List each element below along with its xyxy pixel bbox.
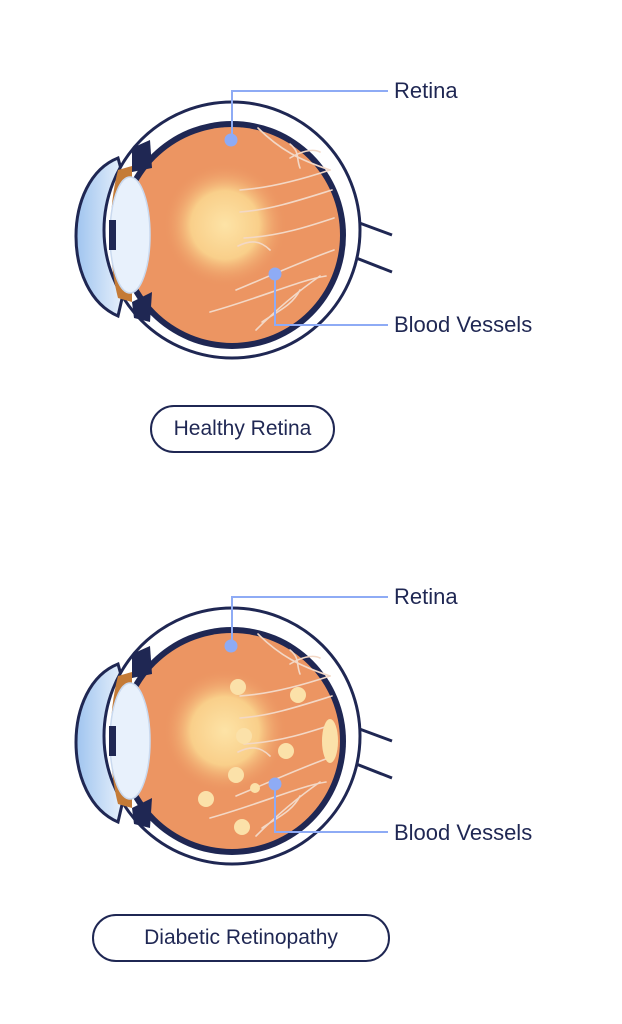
vessel: [235, 755, 335, 797]
pupil: [109, 726, 116, 756]
iris-bottom: [132, 798, 152, 828]
vessel: [257, 127, 331, 171]
vessel: [239, 189, 333, 213]
macula: [163, 669, 287, 793]
retina-callout: Retina: [224, 78, 458, 147]
vessels-leader-line: [274, 784, 388, 833]
exudate-spot: [278, 743, 294, 759]
vessels-label: Blood Vessels: [394, 312, 532, 337]
vessel: [289, 143, 301, 169]
vessel: [243, 217, 335, 239]
iris-top: [132, 646, 152, 678]
healthy-retina-caption: Healthy Retina: [150, 405, 335, 453]
vessel: [237, 747, 271, 757]
vessels-label: Blood Vessels: [394, 820, 532, 845]
exudate-spot: [198, 791, 214, 807]
eye-illustration: [74, 100, 393, 360]
vessels-marker-dot: [268, 267, 282, 281]
healthy-eye-diagram: Retina Blood Vessels: [74, 78, 532, 360]
retina-callout: Retina: [224, 584, 458, 653]
blood-vessels: [209, 127, 335, 331]
retina-marker-dot: [224, 133, 238, 147]
vessel: [239, 675, 331, 697]
exudate-spot: [290, 687, 306, 703]
exudate-spot: [228, 767, 244, 783]
exudate-spot: [230, 679, 246, 695]
vessel: [235, 249, 335, 291]
vessel: [237, 241, 271, 251]
vessels-callout: Blood Vessels: [268, 777, 532, 845]
retinal-exudates: [198, 679, 338, 835]
exudate-spot: [250, 783, 260, 793]
vessels-leader-line: [274, 275, 388, 326]
vessel: [289, 655, 321, 665]
vessel: [255, 275, 321, 331]
retina-label: Retina: [394, 78, 458, 103]
retina-label: Retina: [394, 584, 458, 609]
iris-top: [132, 140, 152, 172]
diabetic-eye-diagram: Retina Blood Vessels: [74, 584, 532, 866]
vessel: [239, 695, 333, 719]
vessel: [239, 169, 331, 191]
vessel: [257, 633, 331, 677]
optic-disc: [322, 719, 338, 763]
vessel: [255, 781, 321, 837]
exudate-spot: [236, 728, 252, 744]
vessels-callout: Blood Vessels: [268, 267, 532, 337]
retina-marker-dot: [224, 639, 238, 653]
eye-illustration: [74, 606, 393, 866]
vessels-marker-dot: [268, 777, 282, 791]
pupil: [109, 220, 116, 250]
macula: [163, 163, 287, 287]
diabetic-retinopathy-caption: Diabetic Retinopathy: [92, 914, 390, 962]
retina-leader-line: [231, 596, 388, 646]
retina-leader-line: [231, 90, 388, 140]
iris-bottom: [132, 292, 152, 322]
vessel: [289, 149, 321, 159]
vessel: [289, 649, 301, 675]
exudate-spot: [234, 819, 250, 835]
